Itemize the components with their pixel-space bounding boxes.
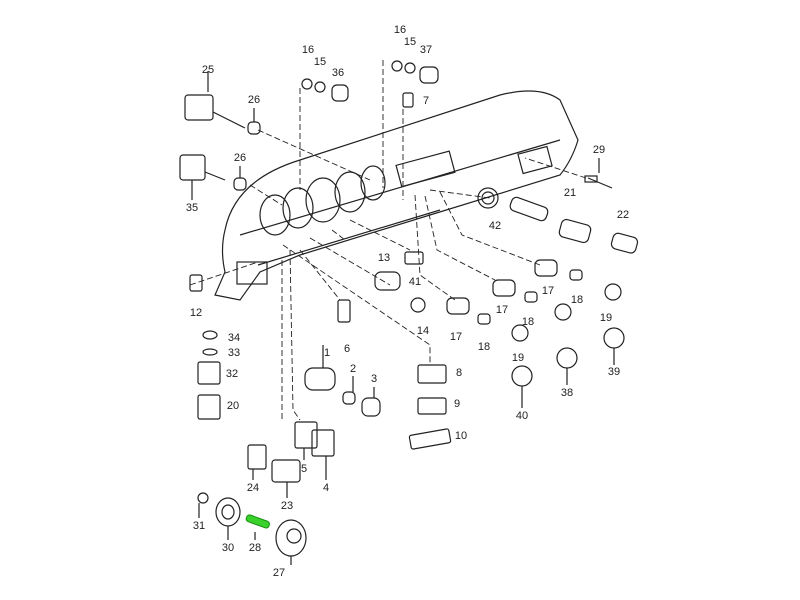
callout-20[interactable]: 20 [226,400,240,412]
callout-27[interactable]: 27 [272,567,286,579]
callout-23[interactable]: 23 [280,500,294,512]
callout-8[interactable]: 8 [455,367,463,379]
callout-12[interactable]: 12 [189,307,203,319]
callout-18[interactable]: 18 [521,316,535,328]
gauge-3 [305,177,341,223]
callout-17[interactable]: 17 [541,285,555,297]
callout-19[interactable]: 19 [599,312,613,324]
callout-25[interactable]: 25 [201,64,215,76]
callout-26[interactable]: 26 [247,94,261,106]
callout-7[interactable]: 7 [422,95,430,107]
callout-39[interactable]: 39 [607,366,621,378]
callout-41[interactable]: 41 [408,276,422,288]
callout-28[interactable]: 28 [248,542,262,554]
callout-9[interactable]: 9 [453,398,461,410]
callout-15[interactable]: 15 [313,56,327,68]
callout-17[interactable]: 17 [495,304,509,316]
callout-30[interactable]: 30 [221,542,235,554]
callout-35[interactable]: 35 [185,202,199,214]
callout-18[interactable]: 18 [477,341,491,353]
callout-3[interactable]: 3 [370,373,378,385]
callout-24[interactable]: 24 [246,482,260,494]
callout-6[interactable]: 6 [343,343,351,355]
callout-22[interactable]: 22 [616,209,630,221]
callout-32[interactable]: 32 [225,368,239,380]
callout-21[interactable]: 21 [563,187,577,199]
callout-4[interactable]: 4 [322,482,330,494]
gauge-4 [334,171,366,213]
callout-37[interactable]: 37 [419,44,433,56]
callout-17[interactable]: 17 [449,331,463,343]
callout-38[interactable]: 38 [560,387,574,399]
callout-40[interactable]: 40 [515,410,529,422]
callout-34[interactable]: 34 [227,332,241,344]
callout-10[interactable]: 10 [454,430,468,442]
highlighted-part-28 [245,514,270,529]
callout-16[interactable]: 16 [301,44,315,56]
gauge-1 [259,194,291,236]
callout-36[interactable]: 36 [331,67,345,79]
callout-42[interactable]: 42 [488,220,502,232]
callout-13[interactable]: 13 [377,252,391,264]
callout-33[interactable]: 33 [227,347,241,359]
callout-31[interactable]: 31 [192,520,206,532]
callout-19[interactable]: 19 [511,352,525,364]
callout-5[interactable]: 5 [300,463,308,475]
gauge-5 [360,165,386,201]
dashboard-outline [214,90,579,301]
gauge-2 [282,187,314,229]
callout-1[interactable]: 1 [323,347,331,359]
callout-29[interactable]: 29 [592,144,606,156]
callout-2[interactable]: 2 [349,363,357,375]
callout-26[interactable]: 26 [233,152,247,164]
callout-14[interactable]: 14 [416,325,430,337]
callout-18[interactable]: 18 [570,294,584,306]
callout-15[interactable]: 15 [403,36,417,48]
callout-16[interactable]: 16 [393,24,407,36]
